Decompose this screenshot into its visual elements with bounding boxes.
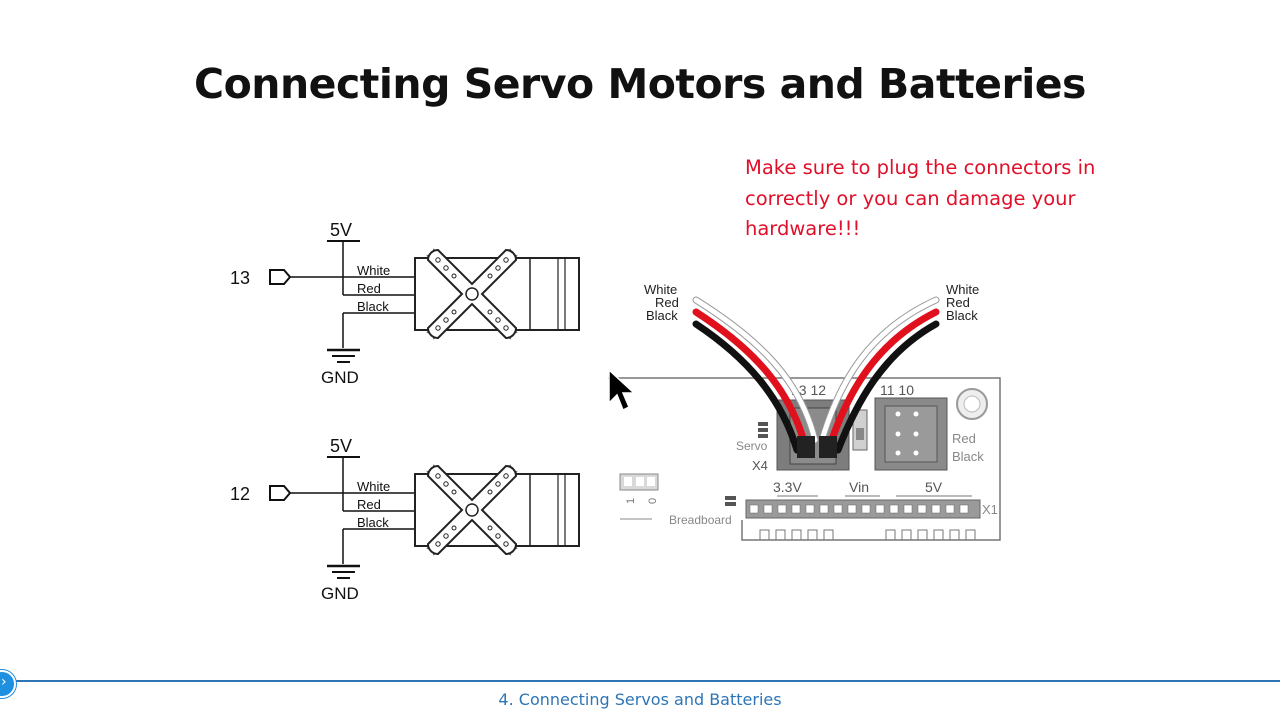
warning-text: Make sure to plug the connectors in corr… [745,153,1145,245]
wire-label: White [357,479,390,494]
x4-label: X4 [752,458,768,473]
wire-label: Red [946,295,970,310]
wire-label: Black [946,308,978,323]
servo-cable-left [692,296,819,454]
servo-motor-icon [414,465,580,555]
wire-label: Red [655,295,679,310]
pin-numbers: 11 10 [880,382,914,398]
wire-label: White [357,263,390,278]
ground-label: GND [321,368,359,387]
servo-schematic-bottom: 12 5V GND White Red Black [230,436,580,603]
pin-label: 12 [230,484,250,504]
rail-label: 5V [925,479,943,495]
pin-label: 13 [230,268,250,288]
wire-label: Black [357,515,389,530]
rail-label: 3.3V [773,479,802,495]
warning-line: correctly or you can damage your [745,186,1076,210]
jumper-label: 0 [647,498,659,504]
wire-label: White [946,282,979,297]
warning-line: hardware!!! [745,217,861,240]
board-illustration: 13 12 11 10 Red Black Servo X4 3.3V Vin … [608,282,1001,541]
battery-label: Black [952,449,984,464]
rail-label: Vin [849,479,869,495]
battery-label: Red [952,431,976,446]
mouse-cursor-icon [608,368,636,412]
wire-label: Black [357,299,389,314]
supply-label: 5V [330,436,352,456]
servo-label: Servo [736,439,768,453]
wire-label: Red [357,281,381,296]
supply-label: 5V [330,220,352,240]
jumper-label: 1 [625,498,637,504]
servo-cable-right [818,296,940,454]
ground-label: GND [321,584,359,603]
wire-label: Red [357,497,381,512]
footer-caption: 4. Connecting Servos and Batteries [498,690,782,709]
servo-motor-icon [414,249,580,339]
breadboard-label: Breadboard [669,513,732,527]
footer-divider [0,680,1280,682]
wire-label: Black [646,308,678,323]
servo-schematic-top: 13 5V GND White Red Black [230,220,580,387]
warning-line: Make sure to plug the connectors in [745,156,1096,179]
x1-label: X1 [982,502,998,517]
wire-label: White [644,282,677,297]
slide-title: Connecting Servo Motors and Batteries [194,60,1086,108]
